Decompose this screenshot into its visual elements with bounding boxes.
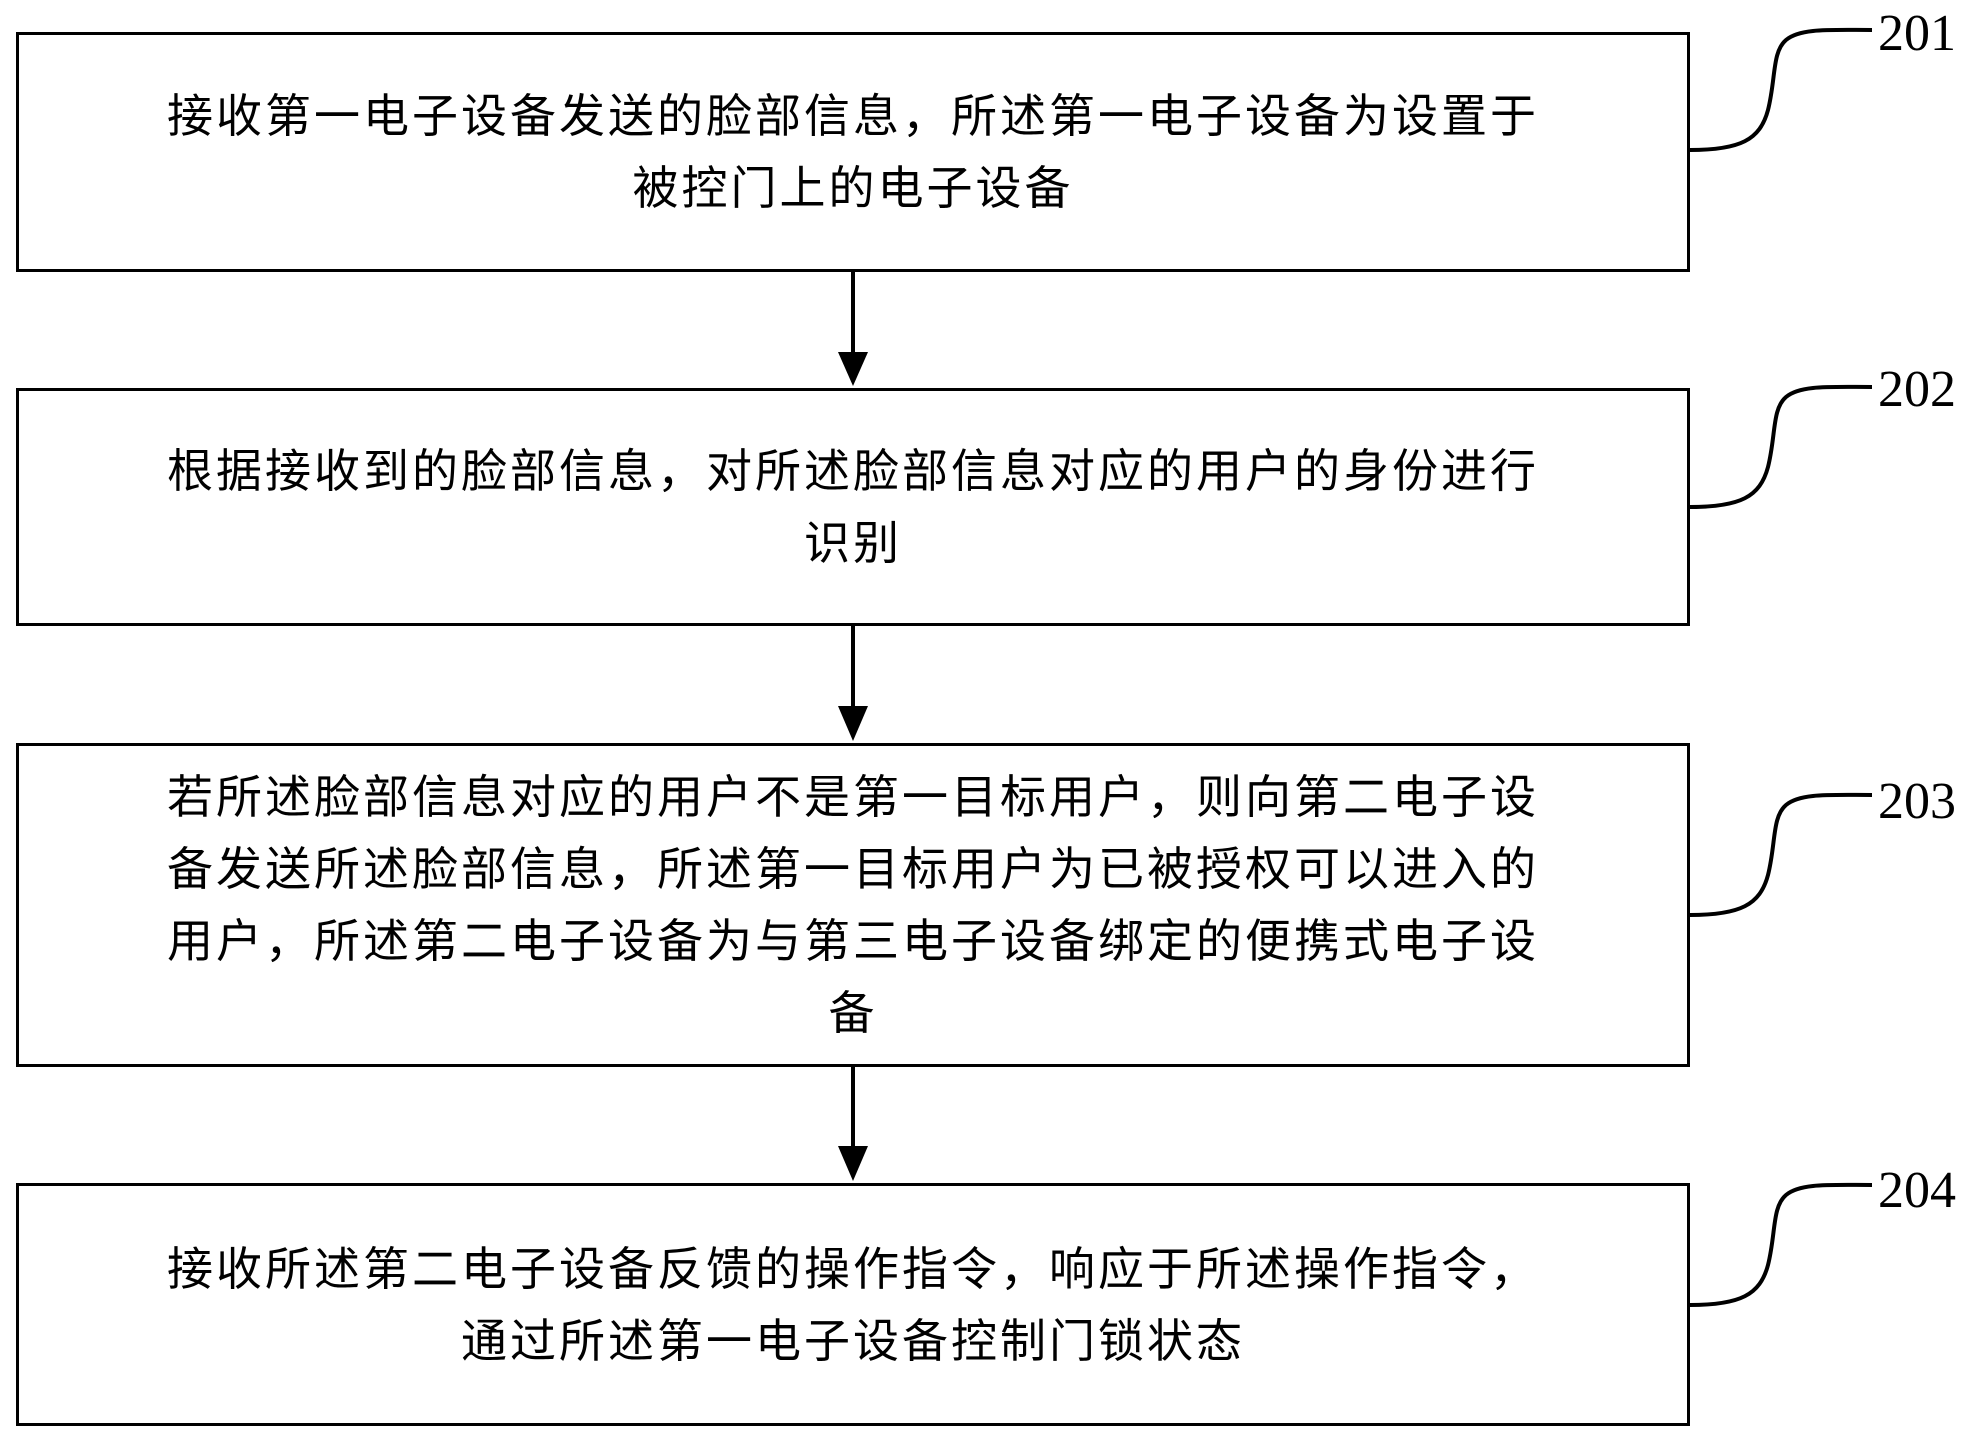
flow-arrow-202-203: [838, 626, 868, 741]
ref-label-201: 201: [1878, 5, 1956, 62]
leader-line-204: [1689, 1182, 1873, 1307]
ref-label-204: 204: [1878, 1162, 1956, 1219]
leader-line-202: [1689, 384, 1873, 509]
step-text-202: 根据接收到的脸部信息，对所述脸部信息对应的用户的身份进行 识别: [167, 444, 1539, 570]
step-text-201: 接收第一电子设备发送的脸部信息，所述第一电子设备为设置于 被控门上的电子设备: [167, 89, 1539, 215]
flow-arrow-201-202: [838, 272, 868, 386]
leader-line-201: [1689, 27, 1873, 152]
leader-line-203: [1689, 792, 1873, 917]
ref-label-203: 203: [1878, 773, 1956, 830]
step-text-203: 若所述脸部信息对应的用户不是第一目标用户，则向第二电子设 备发送所述脸部信息，所…: [167, 770, 1539, 1040]
step-box-201: 接收第一电子设备发送的脸部信息，所述第一电子设备为设置于 被控门上的电子设备: [16, 32, 1690, 272]
step-box-202: 根据接收到的脸部信息，对所述脸部信息对应的用户的身份进行 识别: [16, 388, 1690, 626]
step-box-204: 接收所述第二电子设备反馈的操作指令，响应于所述操作指令， 通过所述第一电子设备控…: [16, 1183, 1690, 1426]
ref-label-202: 202: [1878, 361, 1956, 418]
step-text-204: 接收所述第二电子设备反馈的操作指令，响应于所述操作指令， 通过所述第一电子设备控…: [167, 1241, 1539, 1368]
step-box-203: 若所述脸部信息对应的用户不是第一目标用户，则向第二电子设 备发送所述脸部信息，所…: [16, 743, 1690, 1067]
flow-arrow-203-204: [838, 1067, 868, 1181]
